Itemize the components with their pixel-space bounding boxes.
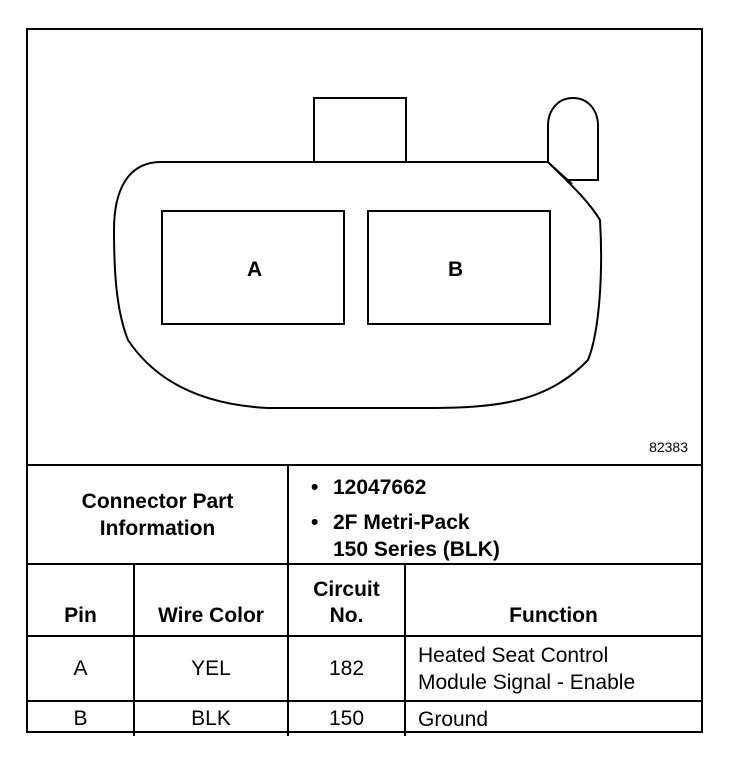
- pin-cell: A: [28, 635, 135, 702]
- cavity-a-label: A: [247, 258, 262, 281]
- connector-face-diagram: A B: [112, 96, 603, 409]
- series-info-line2: 150 Series (BLK): [333, 538, 500, 561]
- cavity-b-label: B: [448, 258, 463, 281]
- connector-info-label: Connector Part Information: [28, 464, 289, 565]
- connector-pin-table: Connector Part Information • 12047662 • …: [28, 464, 701, 736]
- part-number: • 12047662: [311, 476, 427, 499]
- connector-info-details: • 12047662 • 2F Metri-Pack 150 Series (B…: [287, 464, 701, 565]
- connector-body-outline: [112, 161, 603, 409]
- pin-cell: B: [28, 700, 135, 736]
- connector-latch-edge: [549, 163, 573, 185]
- header-pin: Pin: [28, 563, 135, 637]
- function-cell: Ground: [404, 700, 701, 736]
- figure-id: 82383: [649, 439, 688, 455]
- circuit-cell: 182: [287, 635, 406, 702]
- connector-card: A B 82383 Connector Part Information • 1…: [26, 28, 703, 736]
- table-row: B BLK 150 Ground: [28, 700, 701, 736]
- table-header-row: Pin Wire Color Circuit No. Function: [28, 563, 701, 637]
- connector-latch-finger: [547, 96, 599, 181]
- connector-info-row: Connector Part Information • 12047662 • …: [28, 464, 701, 565]
- header-circuit: Circuit No.: [287, 563, 406, 637]
- table-row: A YEL 182 Heated Seat Control Module Sig…: [28, 635, 701, 702]
- cavity-a: [161, 210, 345, 325]
- header-function: Function: [404, 563, 701, 637]
- circuit-cell: 150: [287, 700, 406, 736]
- wire-color-cell: YEL: [133, 635, 289, 702]
- function-cell: Heated Seat Control Module Signal - Enab…: [404, 635, 701, 702]
- cavity-b: [367, 210, 551, 325]
- header-wire-color: Wire Color: [133, 563, 289, 637]
- series-info: • 2F Metri-Pack: [311, 511, 470, 534]
- wire-color-cell: BLK: [133, 700, 289, 736]
- connector-lock-tab: [313, 97, 407, 162]
